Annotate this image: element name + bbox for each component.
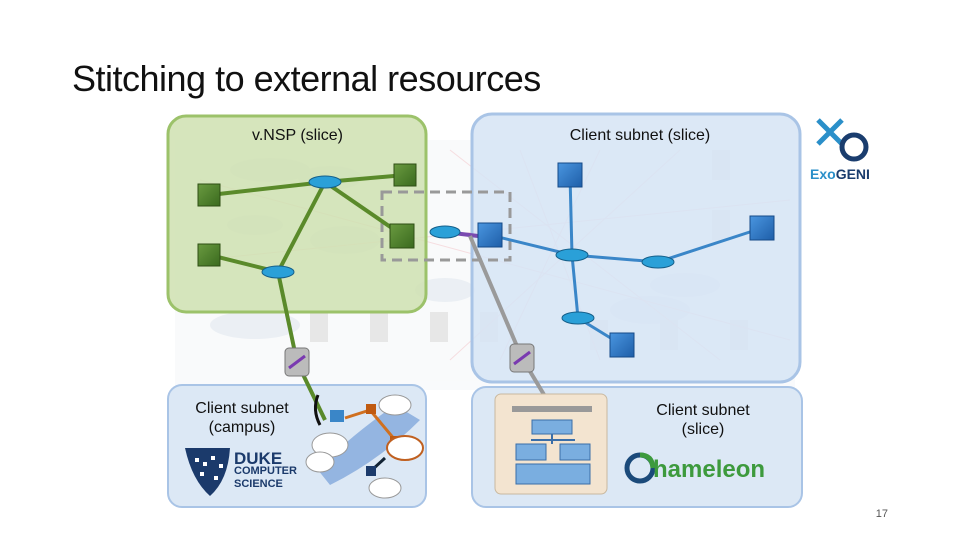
blue-node (609, 332, 635, 358)
client-subnet-slice-label: Client subnet (slice) (569, 127, 711, 144)
switch-icon (429, 225, 461, 239)
chameleon-logo-text: hameleon (653, 456, 766, 483)
duke-logo-line3: SCIENCE (234, 478, 283, 490)
page-title: Stitching to external resources (72, 58, 541, 99)
client-slice-bottom-label: Client subnet (slice) (656, 402, 750, 438)
switch-icon (261, 265, 295, 279)
gray-link-to-stitch (468, 235, 524, 359)
vnsp-region (166, 114, 428, 314)
switch-icon (561, 311, 595, 325)
client-subnet-slice-region (470, 112, 802, 384)
duke-logo-line1: DUKE (234, 449, 283, 468)
blue-node (477, 222, 503, 248)
stitch-port-icon (509, 343, 535, 373)
campus-network-illustration (305, 394, 424, 499)
exogeni-logo-mark (816, 118, 869, 162)
exogeni-logo-suffix: GENI (835, 166, 870, 182)
client-campus-region (167, 384, 427, 508)
page-number: 17 (875, 508, 888, 520)
client-campus-label: Client subnet (campus) (195, 400, 289, 436)
duke-logo-text: DUKE COMPUTER SCIENCE (234, 449, 297, 491)
blue-node (557, 162, 583, 188)
exogeni-logo-text: ExoGENI (810, 166, 870, 182)
stitch-boundary-box (380, 190, 512, 262)
green-node (197, 243, 221, 267)
chameleon-rack-illustration (494, 393, 608, 495)
vnsp-label: v.NSP (slice) (252, 127, 343, 144)
duke-logo-mark (185, 448, 230, 496)
switch-icon (555, 248, 589, 262)
duke-logo-line2: COMPUTER (234, 465, 297, 477)
exogeni-logo-prefix: Exo (810, 166, 836, 182)
green-node (393, 163, 417, 187)
chameleon-logo-mark (624, 452, 656, 484)
green-node (197, 183, 221, 207)
switch-icon (308, 175, 342, 189)
switch-icon (641, 255, 675, 269)
green-node (389, 223, 415, 249)
blue-node (749, 215, 775, 241)
stitch-port-icon (284, 347, 310, 377)
